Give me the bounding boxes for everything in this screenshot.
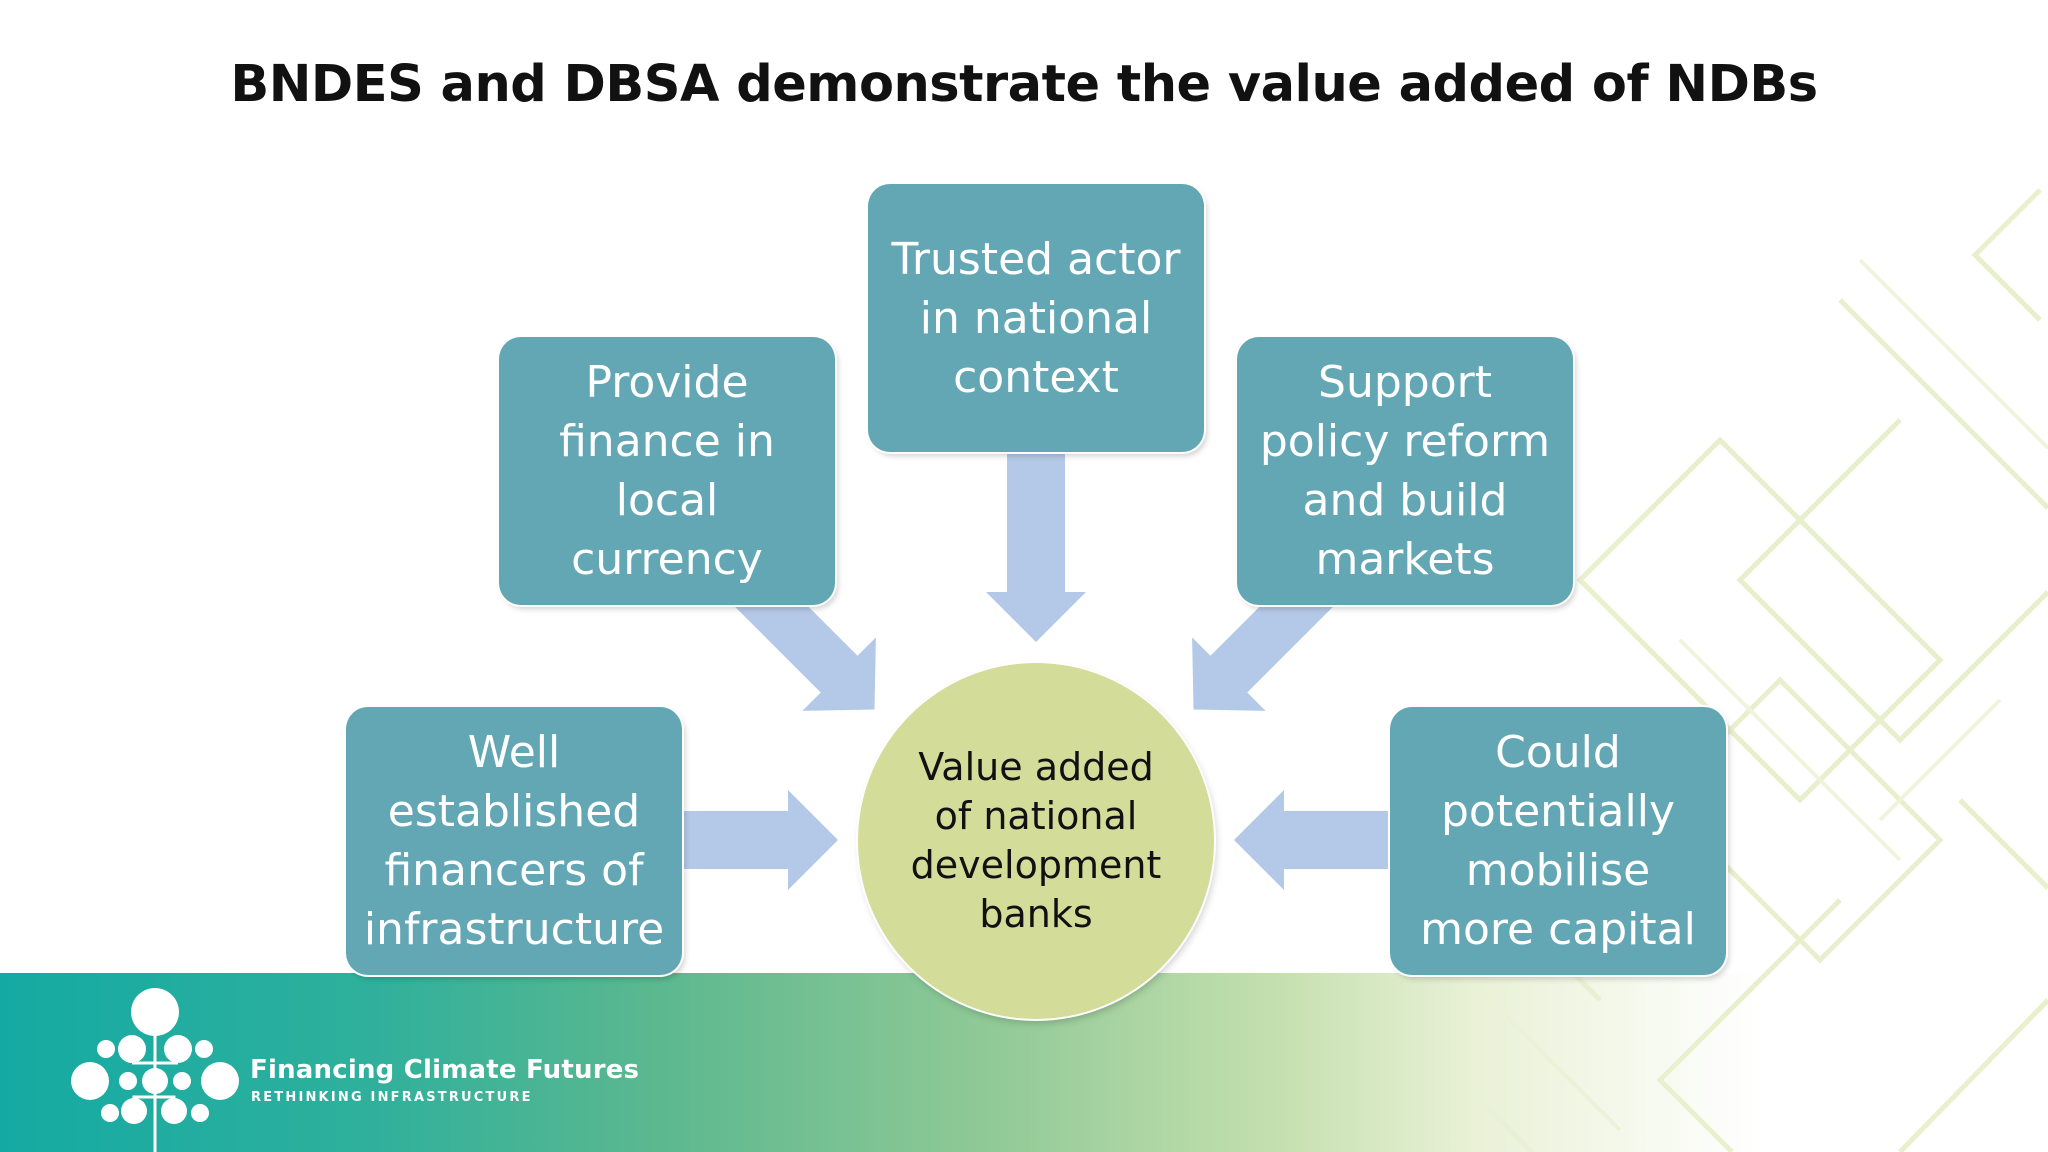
node-local-currency: Provide finance in local currency (499, 337, 835, 605)
center-circle: Value added of national development bank… (858, 663, 1214, 1019)
arrow-trusted-actor (986, 453, 1086, 642)
node-infrastructure: Well established financers of infrastruc… (346, 707, 682, 975)
arrow-infrastructure (683, 790, 838, 890)
node-policy-reform: Support policy reform and build markets (1237, 337, 1573, 605)
brand-name: Financing Climate Futures (250, 1055, 640, 1085)
tree-logo-icon (71, 988, 239, 1152)
node-trusted-actor: Trusted actor in national context (868, 184, 1204, 452)
node-mobilise-capital: Could potentially mobilise more capital (1390, 707, 1726, 975)
brand-tagline: RETHINKING INFRASTRUCTURE (251, 1090, 533, 1105)
slide-title: BNDES and DBSA demonstrate the value add… (230, 55, 1818, 114)
arrow-mobilise-capital (1234, 790, 1389, 890)
